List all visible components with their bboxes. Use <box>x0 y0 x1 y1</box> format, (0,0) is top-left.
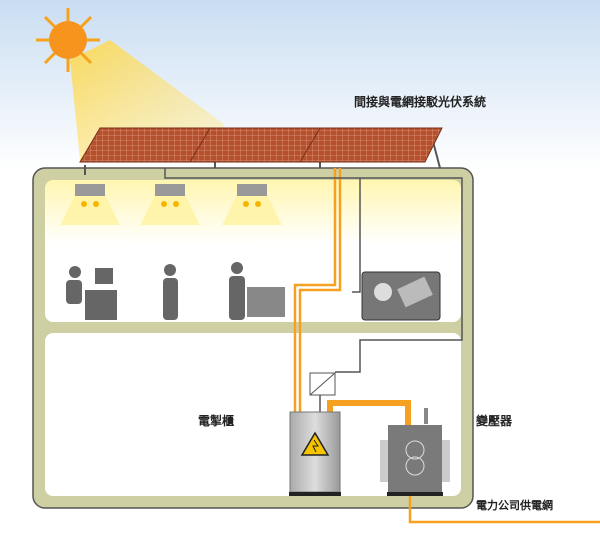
high-voltage-warning-icon <box>300 431 330 456</box>
office-workers <box>66 262 285 320</box>
grid-label: 電力公司供電網 <box>476 499 553 512</box>
solar-panel <box>299 127 443 163</box>
transformer <box>380 408 450 496</box>
solar-panel-array <box>79 127 443 175</box>
dc-cables <box>293 168 600 524</box>
sun-icon <box>36 8 100 72</box>
ceiling-lights <box>60 184 282 225</box>
switchboard-label: 電掣櫃 <box>198 414 235 428</box>
diagram-title: 間接與電網接駁光伏系統 <box>354 95 487 109</box>
signal-cables <box>164 168 463 412</box>
transformer-label: 變壓器 <box>476 414 513 428</box>
lower-floor <box>45 333 461 496</box>
inverter-icon <box>309 372 336 396</box>
switchboard-cabinet <box>289 411 341 496</box>
air-conditioner <box>361 271 441 321</box>
